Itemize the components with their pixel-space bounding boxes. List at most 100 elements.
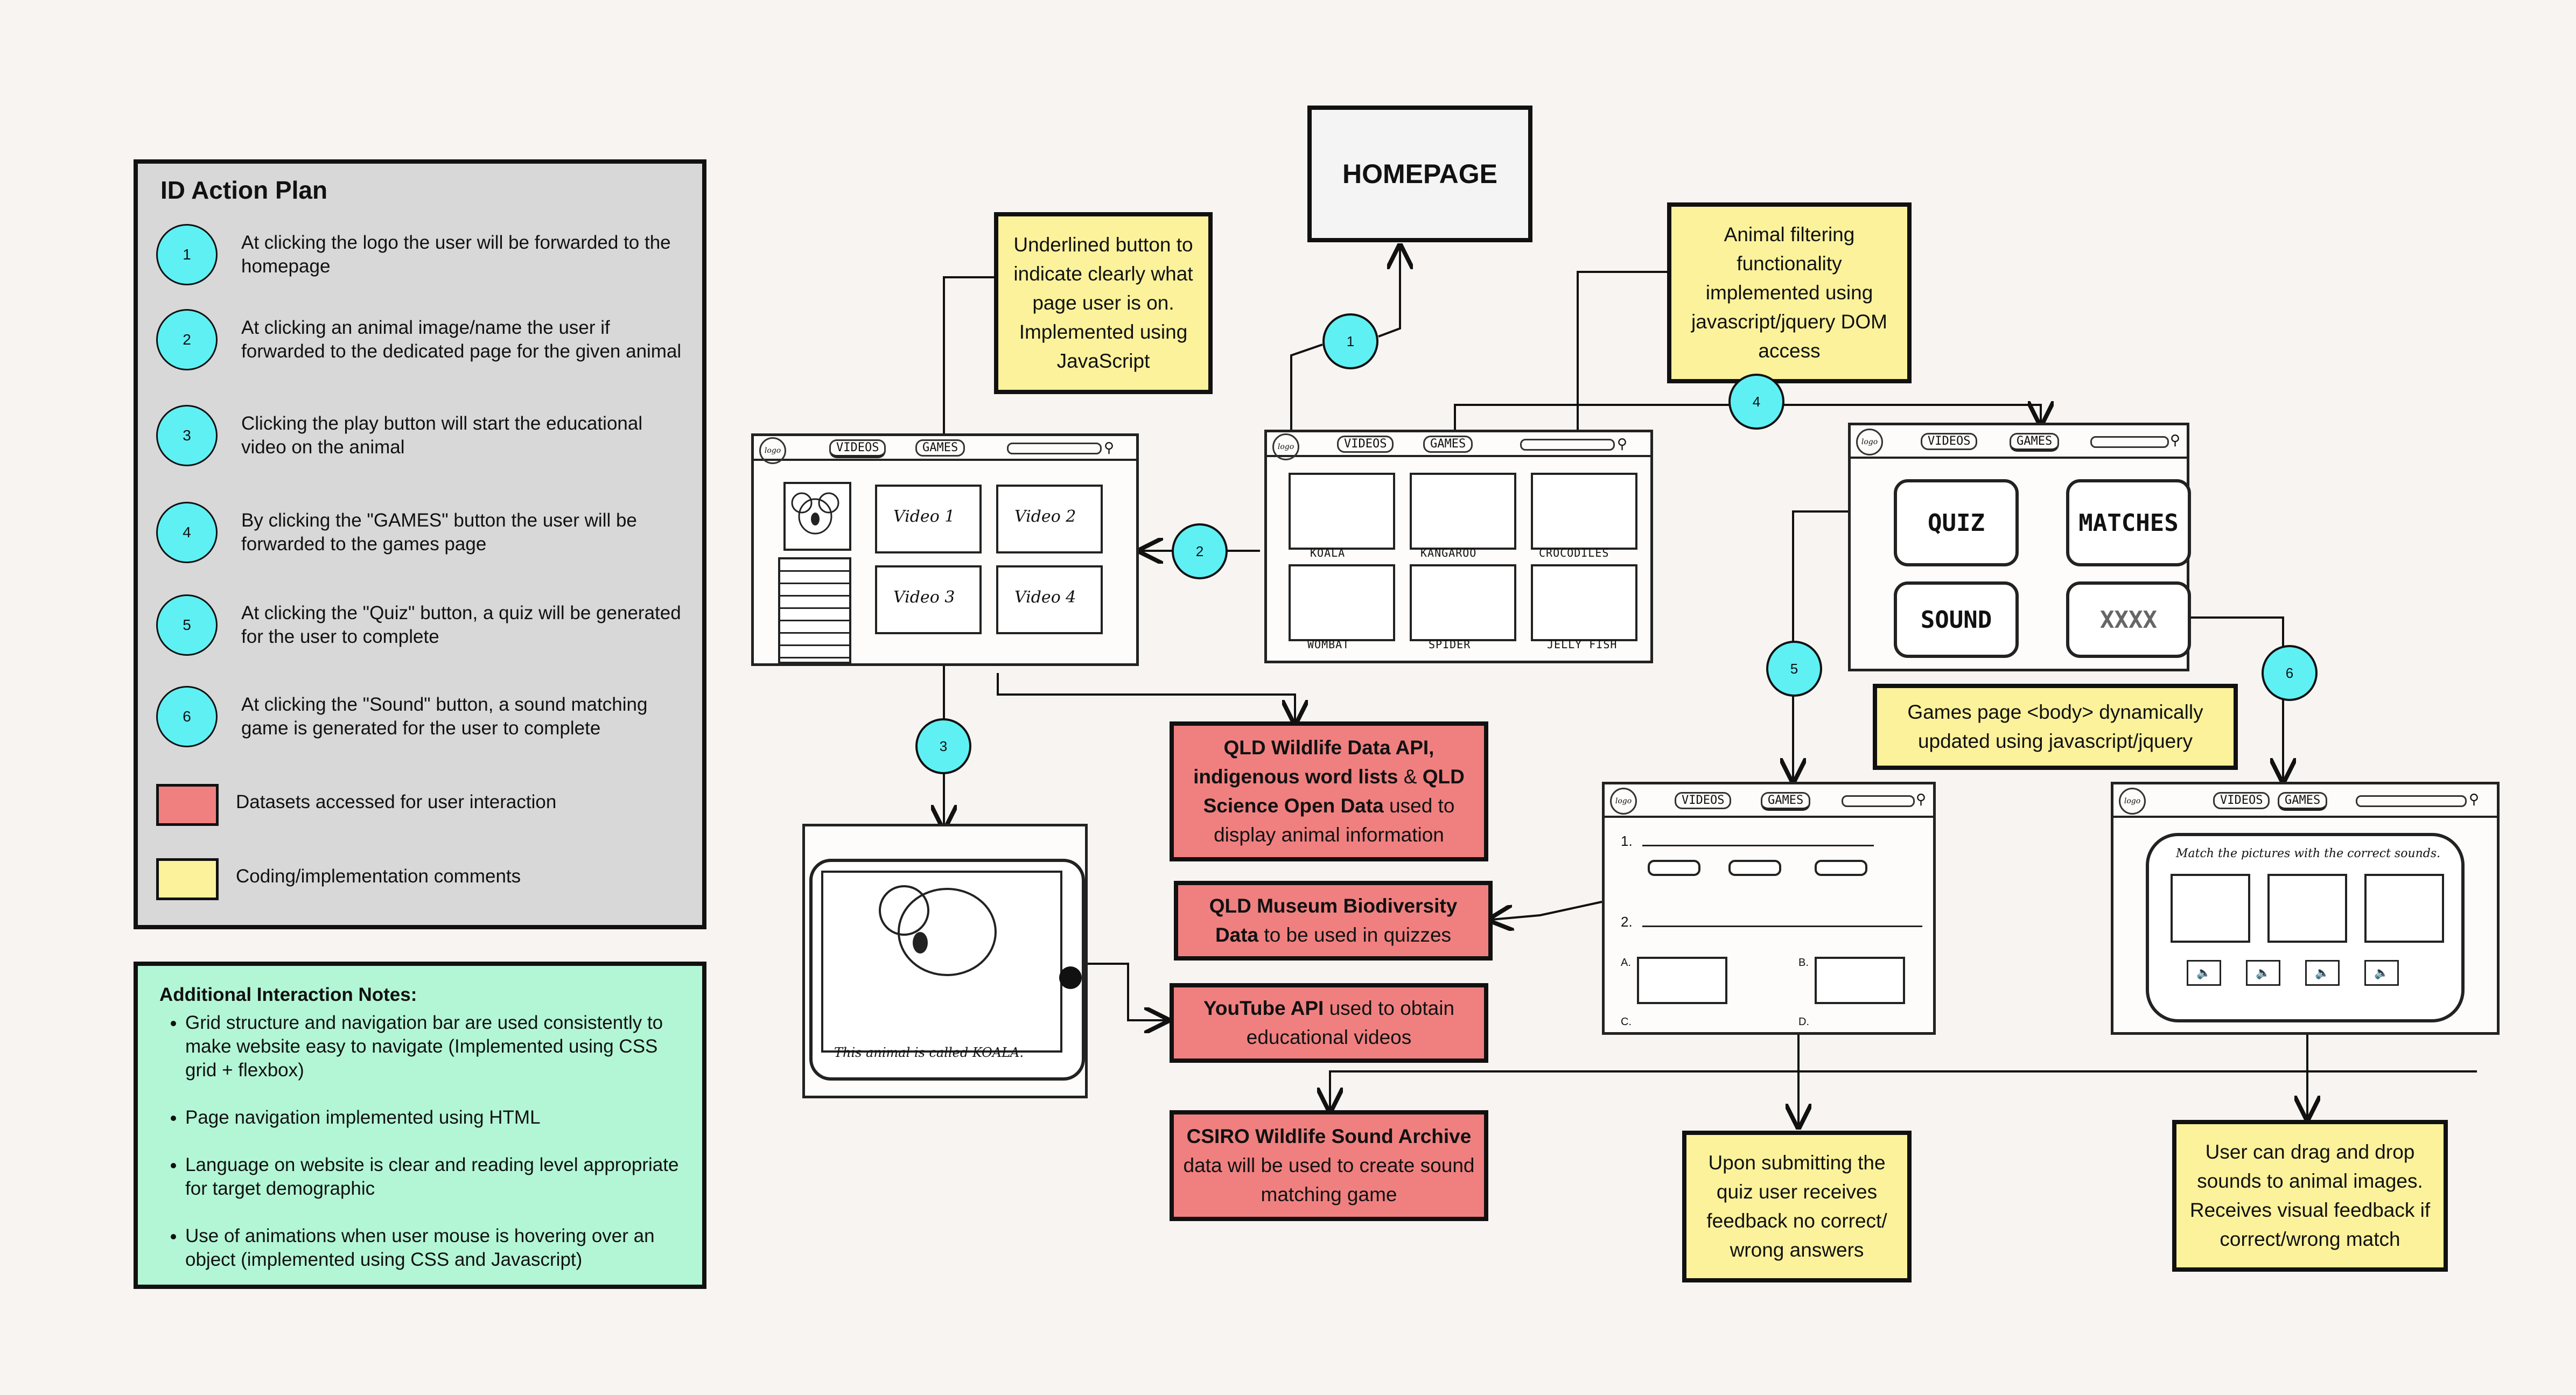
animal-tile[interactable] xyxy=(1289,564,1395,641)
animal-tile[interactable] xyxy=(1410,564,1516,641)
connector-filter xyxy=(1577,271,1667,437)
search-input[interactable] xyxy=(1520,439,1615,451)
step-text: At clicking the logo the user will be fo… xyxy=(241,232,671,277)
legend-title: ID Action Plan xyxy=(160,176,328,204)
swatch-label: Datasets accessed for user interaction xyxy=(236,791,557,812)
answer-box[interactable] xyxy=(1637,957,1727,1004)
animal-thumb[interactable] xyxy=(783,482,851,551)
nav-videos[interactable]: VIDEOS xyxy=(1337,436,1394,453)
nav-videos[interactable]: VIDEOS xyxy=(1921,433,1978,450)
logo-icon[interactable]: logo xyxy=(759,437,786,464)
speaker-icon[interactable]: 🔈 xyxy=(2305,960,2340,986)
search-icon[interactable]: ⚲ xyxy=(1916,791,1927,807)
nav-videos[interactable]: VIDEOS xyxy=(829,439,886,458)
search-icon[interactable]: ⚲ xyxy=(1617,436,1628,452)
animal-tile[interactable] xyxy=(1531,473,1637,550)
nav-videos[interactable]: VIDEOS xyxy=(1675,792,1732,809)
search-icon[interactable]: ⚲ xyxy=(1104,439,1115,455)
dataset-name: QLD Museum Biodiversity Data xyxy=(1209,895,1458,946)
animal-tile[interactable] xyxy=(1531,564,1637,641)
connector-csiro xyxy=(1330,1070,2477,1109)
sketch-nav: logo VIDEOS GAMES ⚲ xyxy=(1851,425,2187,459)
sketch-nav: logo VIDEOS GAMES ⚲ xyxy=(2113,784,2497,818)
answer-letter: A. xyxy=(1621,957,1631,969)
nav-games[interactable]: GAMES xyxy=(1423,436,1473,453)
speaker-icon[interactable]: 🔈 xyxy=(2364,960,2399,986)
dataset-museum: QLD Museum Biodiversity Data to be used … xyxy=(1174,881,1493,961)
search-input[interactable] xyxy=(2090,436,2169,448)
answer-letter: C. xyxy=(1621,1016,1632,1028)
match-image[interactable] xyxy=(2364,874,2444,943)
search-input[interactable] xyxy=(2356,795,2467,807)
animal-tile[interactable] xyxy=(1410,473,1516,550)
answer-option[interactable] xyxy=(1728,860,1781,876)
video-label: Video 1 xyxy=(893,507,955,526)
video-frame[interactable]: This animal is called KOALA. xyxy=(809,859,1085,1081)
animal-name[interactable]: CROCODILES xyxy=(1539,546,1609,559)
comment-text: User can drag and drop sounds to animal … xyxy=(2189,1141,2431,1250)
legend-step-6: 6 At clicking the "Sound" button, a soun… xyxy=(156,686,683,747)
step-text: By clicking the "GAMES" button the user … xyxy=(241,510,637,555)
answer-option[interactable] xyxy=(1815,860,1867,876)
logo-icon[interactable]: logo xyxy=(1610,788,1637,815)
placeholder-button[interactable]: XXXX xyxy=(2066,581,2191,658)
koala-icon xyxy=(879,885,997,976)
nav-games[interactable]: GAMES xyxy=(2278,792,2328,811)
video-screen xyxy=(821,871,1062,1053)
video-tile[interactable]: Video 3 xyxy=(875,565,982,634)
speaker-icon[interactable]: 🔈 xyxy=(2187,960,2221,986)
speaker-icon[interactable]: 🔈 xyxy=(2246,960,2280,986)
dataset-desc: data will be used to create sound matchi… xyxy=(1183,1154,1475,1205)
step-text: Clicking the play button will start the … xyxy=(241,413,643,458)
animal-name[interactable]: SPIDER xyxy=(1429,638,1471,651)
play-button[interactable] xyxy=(1059,966,1082,989)
nav-videos[interactable]: VIDEOS xyxy=(2213,792,2270,809)
nav-games[interactable]: GAMES xyxy=(1761,792,1811,811)
quiz-question-number: 1. xyxy=(1621,833,1633,849)
logo-icon[interactable]: logo xyxy=(1856,429,1883,455)
search-input[interactable] xyxy=(1007,443,1102,454)
animal-tile[interactable] xyxy=(1289,473,1395,550)
step-number: 3 xyxy=(156,405,218,466)
step-text: At clicking the "Quiz" button, a quiz wi… xyxy=(241,602,681,647)
logo-icon[interactable]: logo xyxy=(2119,788,2146,815)
nav-games[interactable]: GAMES xyxy=(915,439,965,457)
sketch-nav: logo VIDEOS GAMES ⚲ xyxy=(1267,432,1650,460)
nav-games[interactable]: GAMES xyxy=(2010,433,2060,452)
quiz-button[interactable]: QUIZ xyxy=(1894,479,2019,566)
animal-name[interactable]: KANGAROO xyxy=(1420,546,1477,559)
comment-quiz-feedback: Upon submitting the quiz user receives f… xyxy=(1682,1131,1912,1282)
answer-option[interactable] xyxy=(1648,860,1700,876)
connector-1b xyxy=(1378,248,1400,338)
step-text: At clicking the "Sound" button, a sound … xyxy=(241,694,648,739)
badge-6: 6 xyxy=(2262,645,2318,701)
matches-button[interactable]: MATCHES xyxy=(2066,479,2191,566)
quiz-question-line xyxy=(1642,845,1874,846)
sound-match-sketch: logo VIDEOS GAMES ⚲ Match the pictures w… xyxy=(2111,782,2500,1035)
video-tile[interactable]: Video 1 xyxy=(875,485,982,553)
connector-museum xyxy=(1492,901,1602,920)
sound-button[interactable]: SOUND xyxy=(1894,581,2019,658)
comment-text: Animal filtering functionality implement… xyxy=(1691,223,1887,362)
quiz-question-line xyxy=(1642,926,1922,927)
animal-name[interactable]: KOALA xyxy=(1310,546,1346,559)
search-icon[interactable]: ⚲ xyxy=(2469,791,2480,807)
dataset-name: CSIRO Wildlife Sound Archive xyxy=(1186,1125,1472,1147)
legend-step-4: 4 By clicking the "GAMES" button the use… xyxy=(156,502,683,563)
search-icon[interactable]: ⚲ xyxy=(2170,432,2181,448)
answer-box[interactable] xyxy=(1815,957,1905,1004)
connector-youtube xyxy=(1082,963,1166,1020)
dataset-name: QLD Science Open Data xyxy=(1203,766,1465,817)
notes-item: Use of animations when user mouse is hov… xyxy=(185,1224,681,1272)
match-image[interactable] xyxy=(2171,874,2250,943)
quiz-page-sketch: logo VIDEOS GAMES ⚲ 1. 2. A. B. C. D. xyxy=(1602,782,1936,1035)
video-tile[interactable]: Video 4 xyxy=(996,565,1103,634)
logo-icon[interactable]: logo xyxy=(1272,433,1299,460)
video-tile[interactable]: Video 2 xyxy=(996,485,1103,553)
search-input[interactable] xyxy=(1842,795,1915,807)
match-image[interactable] xyxy=(2267,874,2347,943)
animal-name[interactable]: WOMBAT xyxy=(1307,638,1350,651)
comment-swatch xyxy=(156,858,219,900)
animal-name[interactable]: JELLY FISH xyxy=(1547,638,1618,651)
comment-text: Underlined button to indicate clearly wh… xyxy=(1013,234,1193,372)
